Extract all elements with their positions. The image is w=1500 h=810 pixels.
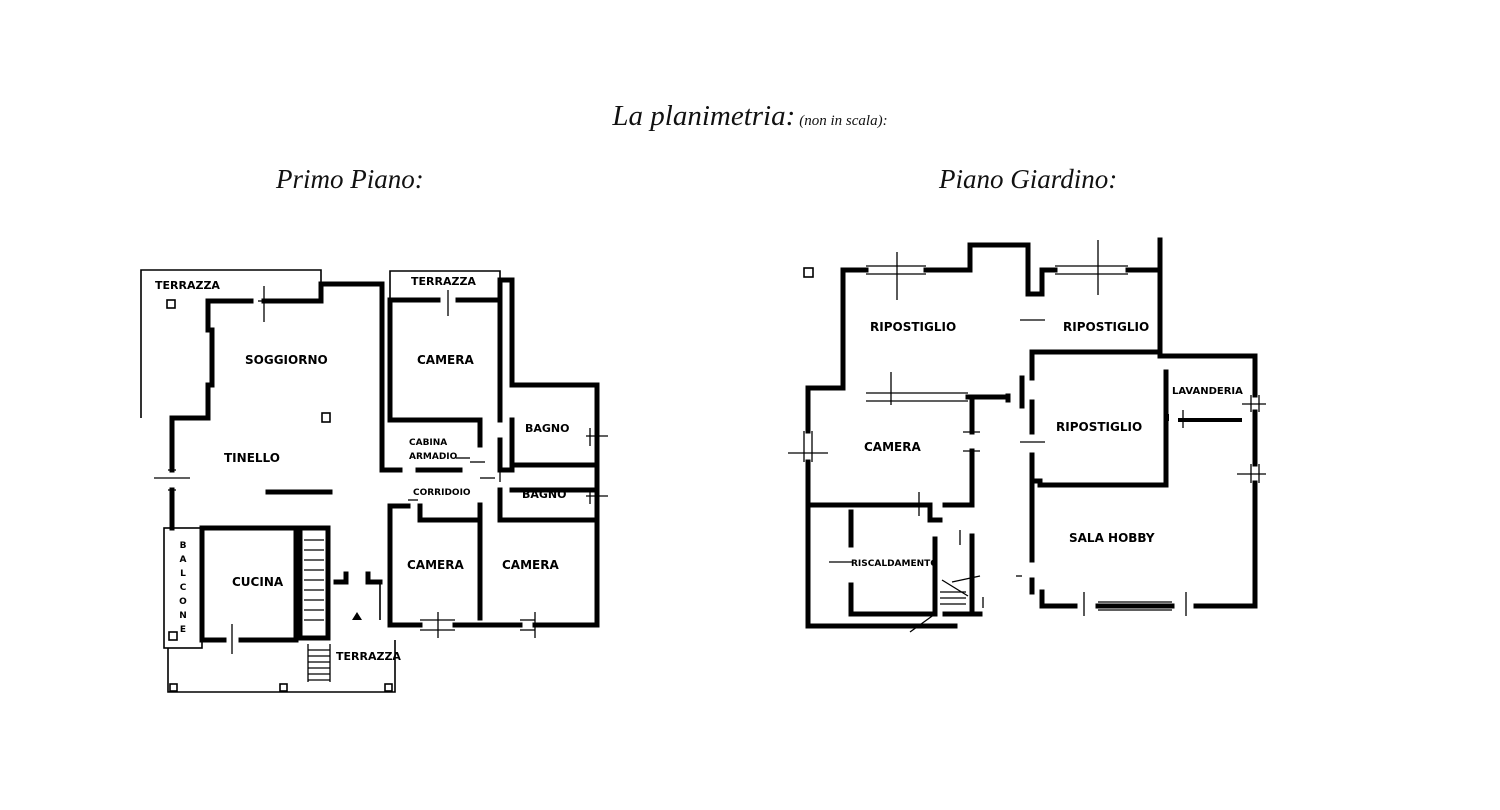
terrace-left-outline xyxy=(140,269,322,418)
terrace-left-pillar xyxy=(166,299,176,309)
label-corridoio: CORRIDOIO xyxy=(413,488,471,498)
label-camera-bottom-left: CAMERA xyxy=(407,558,464,572)
primo-exterior-wall xyxy=(261,281,385,473)
piano-giardino-title: Piano Giardino: xyxy=(939,164,1118,194)
label-ripostiglio-2: RIPOSTIGLIO xyxy=(1063,320,1149,334)
column-marker xyxy=(321,412,331,423)
balcone-pillar xyxy=(168,631,178,641)
primo-west-wall xyxy=(169,298,254,473)
label-sala-hobby: SALA HOBBY xyxy=(1069,531,1155,545)
terrace-bottom-outline xyxy=(167,640,396,693)
giardino-pillar xyxy=(803,267,814,278)
primo-windows xyxy=(154,286,608,654)
label-lavanderia: LAVANDERIA xyxy=(1172,386,1243,397)
label-balcone-n: N xyxy=(179,611,187,621)
primo-piano-title: Primo Piano: xyxy=(276,164,424,194)
label-terrazza-left: TERRAZZA xyxy=(155,279,220,292)
label-riscaldamento: RISCALDAMENTO xyxy=(851,559,938,569)
entrance-arrow xyxy=(352,612,362,620)
giardino-camera-wall xyxy=(805,385,1008,508)
label-camera-top: CAMERA xyxy=(417,353,474,367)
label-bagno-2: BAGNO xyxy=(522,488,566,501)
label-cucina: CUCINA xyxy=(232,575,284,589)
label-ripostiglio-1: RIPOSTIGLIO xyxy=(870,320,956,334)
riscaldamento-wall xyxy=(805,502,983,629)
camera-top-wall xyxy=(387,277,600,628)
label-balcone-b: B xyxy=(180,541,187,551)
giardino-north-wall xyxy=(840,237,1163,297)
label-cabina: CABINA xyxy=(409,438,447,448)
primo-piano-plan: TERRAZZA TERRAZZA SOGGIORNO CAMERA TINEL… xyxy=(140,269,608,693)
label-balcone-a: A xyxy=(180,555,187,565)
giardino-windows xyxy=(788,240,1266,616)
heading-title: La planimetria: xyxy=(612,100,796,132)
label-camera: CAMERA xyxy=(864,440,921,454)
giardino-east-wall xyxy=(1157,237,1258,609)
label-ripostiglio-3: RIPOSTIGLIO xyxy=(1056,420,1142,434)
label-camera-bottom-right: CAMERA xyxy=(502,558,559,572)
label-armadio: ARMADIO xyxy=(409,452,458,462)
label-tinello: TINELLO xyxy=(224,451,280,465)
label-balcone-c: C xyxy=(180,583,187,593)
giardino-stair xyxy=(909,530,984,633)
staircase-wall xyxy=(297,525,331,641)
drawing-heading: La planimetria: (non in scala): xyxy=(0,100,1500,133)
staircase-steps xyxy=(304,539,324,621)
label-bagno-1: BAGNO xyxy=(525,422,569,435)
label-balcone-e: E xyxy=(180,625,186,635)
label-terrazza-top: TERRAZZA xyxy=(411,275,476,288)
label-balcone-l: L xyxy=(180,569,186,579)
balcone-outline xyxy=(163,527,203,649)
piano-giardino-plan: RIPOSTIGLIO RIPOSTIGLIO LAVANDERIA CAMER… xyxy=(788,237,1266,633)
terrace-steps xyxy=(307,644,331,682)
label-terrazza-bottom: TERRAZZA xyxy=(336,650,401,663)
label-soggiorno: SOGGIORNO xyxy=(245,353,328,367)
heading-note: (non in scala): xyxy=(799,113,888,129)
label-balcone-o: O xyxy=(179,597,187,607)
